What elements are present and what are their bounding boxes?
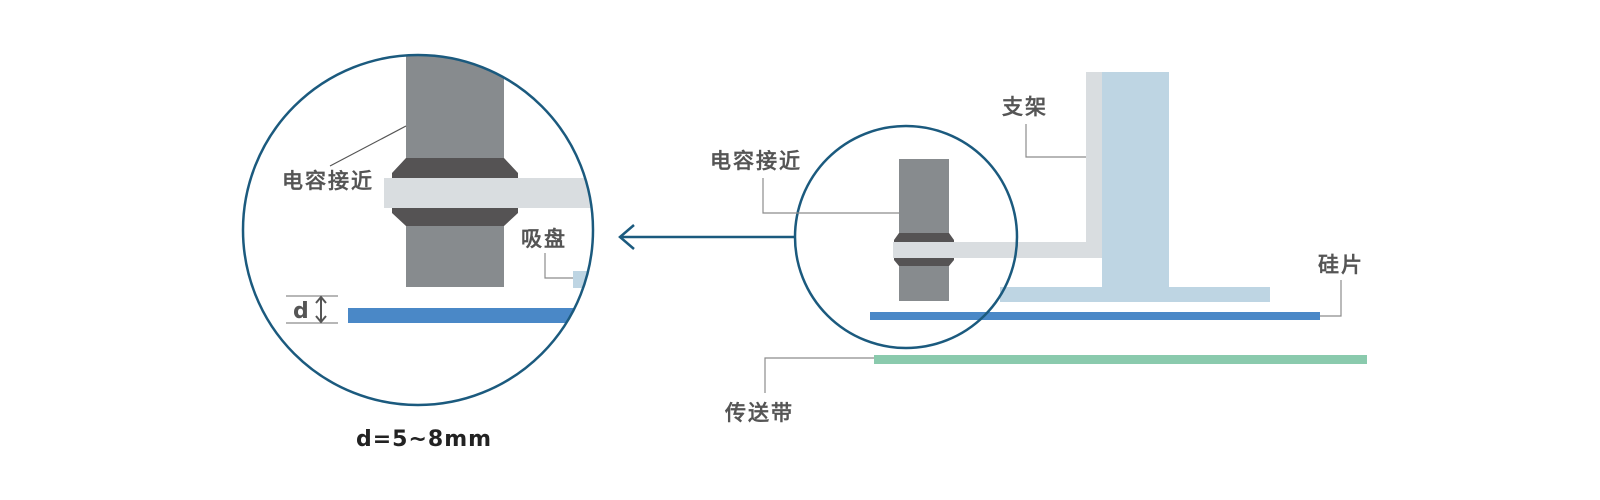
label-distance-symbol: d — [293, 299, 311, 324]
sensor-body-top — [899, 159, 949, 237]
sensor-body-bottom-zoom — [406, 226, 504, 287]
suction-cup-zoom — [573, 271, 593, 288]
label-conveyor: 传送带 — [724, 401, 794, 425]
bracket-vertical — [1086, 72, 1102, 258]
conveyor-belt — [874, 355, 1367, 364]
label-suction-cup: 吸盘 — [521, 227, 567, 251]
leader-line-sensor-zoom — [329, 125, 407, 167]
sensor-nut-bottom-zoom — [392, 208, 518, 226]
suction-cup-stem — [1102, 72, 1169, 302]
bracket-arm-zoom — [384, 178, 593, 208]
double-arrow-icon — [315, 295, 327, 324]
wafer-zoom — [348, 308, 593, 323]
sensor-bracket-pass — [894, 242, 954, 258]
highlight-circle — [793, 124, 1019, 350]
sensor-nut-top — [894, 233, 954, 242]
leader-line-wafer — [1320, 280, 1342, 317]
magnifier-circle — [241, 53, 595, 407]
label-bracket: 支架 — [1002, 95, 1048, 119]
label-wafer: 硅片 — [1318, 253, 1364, 277]
leader-line-conveyor — [764, 357, 874, 393]
leader-line-suction-cup — [544, 253, 573, 279]
wafer — [870, 312, 1320, 320]
sensor-body-bottom — [899, 266, 949, 301]
label-sensor-zoom: 电容接近 — [282, 169, 374, 193]
sensor-nut-top-zoom — [392, 158, 518, 178]
leader-line-bracket — [1025, 124, 1086, 158]
sensor-body-top-zoom — [406, 55, 504, 158]
distance-caption: d=5~8mm — [356, 427, 492, 452]
arrow-left-icon — [618, 224, 635, 250]
leader-line-sensor — [762, 178, 899, 214]
suction-cup-base — [1000, 287, 1270, 302]
label-sensor: 电容接近 — [710, 149, 802, 173]
sensor-nut-bottom — [894, 258, 954, 266]
